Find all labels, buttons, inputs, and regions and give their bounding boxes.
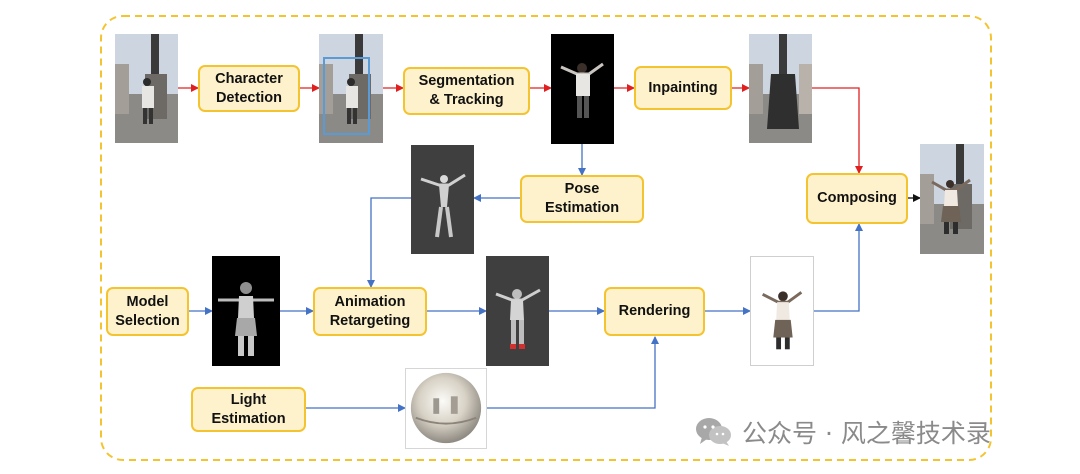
arrow-posed-model-to-retargeting — [367, 197, 411, 288]
character-detection-node: Character Detection — [198, 65, 300, 112]
wechat-icon — [696, 418, 731, 446]
pose-estimation-node: Pose Estimation — [520, 175, 644, 223]
rendering-node: Rendering — [604, 287, 705, 336]
segmentation-mask-image — [551, 34, 614, 144]
character-model-image — [212, 256, 280, 366]
composing-node: Composing — [806, 173, 908, 224]
light-estimation-node: Light Estimation — [191, 387, 306, 432]
dashed-frame — [100, 15, 992, 461]
rendered-character-image — [750, 256, 814, 366]
arrow-envmap-to-rendering — [487, 336, 659, 409]
inpainted-background-image — [749, 34, 812, 143]
environment-light-map-image — [405, 368, 487, 449]
estimated-pose-model-image — [411, 145, 474, 254]
animation-retargeting-node: Animation Retargeting — [313, 287, 427, 336]
arrow-render-to-composing — [814, 223, 863, 312]
detection-bounding-box — [323, 57, 370, 135]
arrow-background-to-composing — [812, 87, 863, 174]
watermark-text: 公众号 · 风之馨技术录 — [742, 419, 991, 448]
animated-model-image — [486, 256, 549, 366]
input-frame-image — [115, 34, 178, 143]
composited-result-image — [920, 144, 984, 254]
inpainting-node: Inpainting — [634, 66, 732, 110]
detection-frame-image — [319, 34, 383, 143]
segmentation-tracking-node: Segmentation & Tracking — [403, 67, 530, 115]
watermark: 公众号 · 风之馨技术录 — [694, 412, 991, 452]
model-selection-node: Model Selection — [106, 287, 189, 336]
